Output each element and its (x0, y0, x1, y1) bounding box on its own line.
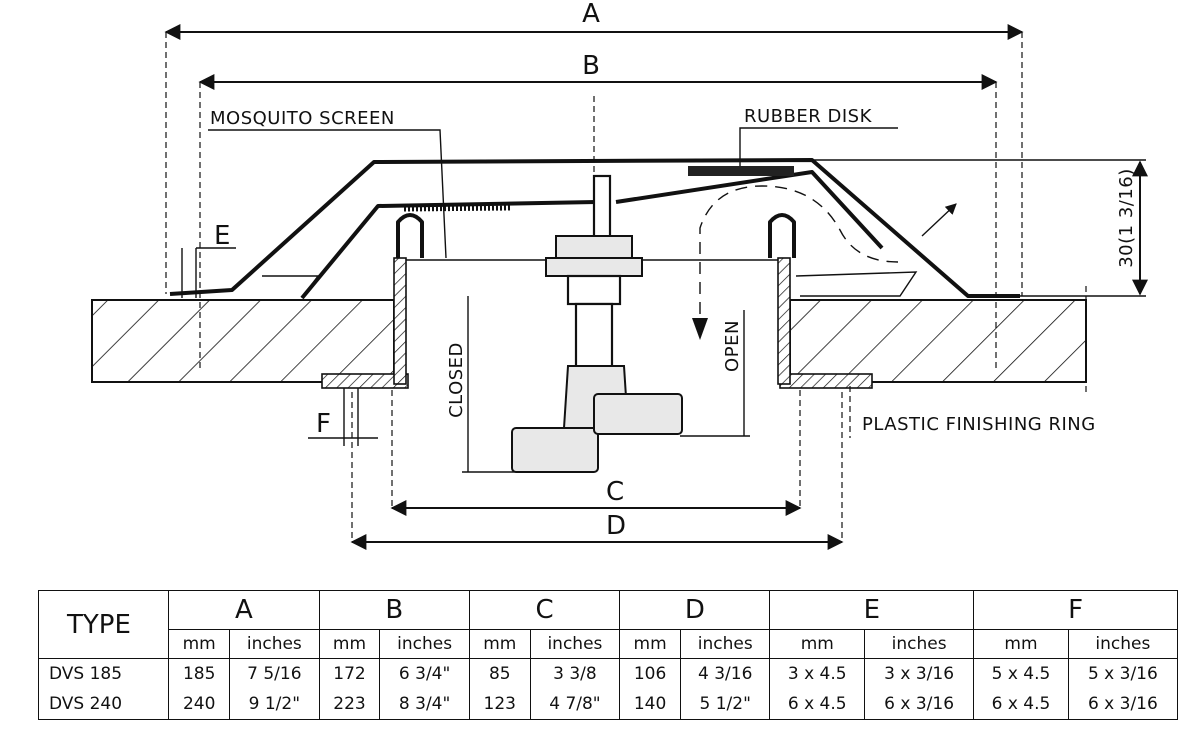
unit-header-mm: mm (619, 629, 681, 659)
group-header-a: A (168, 590, 320, 630)
dimension-e-label: E (214, 221, 230, 251)
table-row: DVS 240 240 9 1/2" 223 8 3/4" 123 4 7/8"… (37, 689, 1179, 720)
group-header-c: C (468, 590, 621, 630)
cell-a-inches: 7 5/16 (229, 658, 320, 689)
dimensions-table: TYPE A B C D E F mm inches mm inches mm … (37, 590, 1179, 720)
spindle-assembly (511, 174, 683, 473)
cell-b-mm: 223 (318, 689, 381, 720)
dimension-b-label: B (582, 51, 600, 81)
cell-e-inches: 3 x 3/16 (864, 658, 975, 689)
cell-f-inches: 6 x 3/16 (1067, 689, 1179, 720)
cell-b-inches: 8 3/4" (379, 689, 470, 720)
group-header-b: B (318, 590, 470, 630)
closed-travel: CLOSED (446, 296, 520, 473)
airflow-out-arrow (921, 203, 957, 237)
cell-d-inches: 4 3/16 (679, 658, 771, 689)
unit-header-mm: mm (168, 629, 231, 659)
group-header-f: F (973, 590, 1178, 630)
unit-header-inches: inches (1067, 629, 1179, 659)
cell-e-inches: 6 x 3/16 (864, 689, 975, 720)
cell-d-inches: 5 1/2" (679, 689, 771, 720)
plastic-finishing-ring-label: PLASTIC FINISHING RING (862, 414, 1096, 435)
table-unit-header-row: mm inches mm inches mm inches mm inches … (39, 629, 1179, 659)
cell-c-mm: 85 (468, 658, 531, 689)
unit-header-mm: mm (468, 629, 531, 659)
cell-f-mm: 6 x 4.5 (973, 689, 1069, 720)
ventilator-cross-section-drawing: A B E F C D CLOSED (91, 0, 1148, 550)
rubber-disk-callout: RUBBER DISK (739, 106, 898, 166)
table-group-header-row: TYPE A B C D E F (37, 590, 1178, 659)
finishing-ring-callout: PLASTIC FINISHING RING (849, 386, 1096, 438)
row-type: DVS 185 (37, 658, 170, 689)
cell-a-mm: 185 (168, 658, 231, 689)
airflow-path (699, 185, 899, 334)
dimension-d: D (350, 392, 844, 550)
dimension-f-label: F (316, 409, 331, 439)
unit-header-inches: inches (379, 629, 470, 659)
unit-header-mm: mm (769, 629, 866, 659)
cell-b-mm: 172 (318, 658, 381, 689)
unit-header-inches: inches (529, 629, 621, 659)
type-header: TYPE (37, 590, 170, 659)
dimension-e: E (181, 221, 236, 298)
outer-cap (169, 158, 1020, 298)
cell-f-mm: 5 x 4.5 (973, 658, 1069, 689)
cell-b-inches: 6 3/4" (379, 658, 470, 689)
cell-c-inches: 3 3/8 (529, 658, 621, 689)
dimension-a-label: A (582, 0, 600, 29)
cell-e-mm: 3 x 4.5 (769, 658, 866, 689)
dimension-c: C (390, 390, 802, 516)
mosquito-screen-label: MOSQUITO SCREEN (210, 108, 395, 129)
table-row: DVS 185 185 7 5/16 172 6 3/4" 85 3 3/8 1… (37, 658, 1179, 689)
dimension-a: A (164, 0, 1024, 296)
cell-c-mm: 123 (468, 689, 531, 720)
cell-f-inches: 5 x 3/16 (1067, 658, 1179, 689)
right-drip-tray (795, 271, 918, 297)
height-label: 30(1 3/16) (1116, 168, 1137, 268)
dimension-c-label: C (606, 477, 624, 507)
rubber-disk-label: RUBBER DISK (744, 106, 873, 127)
unit-header-inches: inches (229, 629, 320, 659)
height-dimension: 30(1 3/16) (812, 159, 1148, 297)
row-type: DVS 240 (37, 689, 170, 720)
rubber-disk (688, 166, 794, 176)
unit-header-inches: inches (864, 629, 975, 659)
open-label: OPEN (722, 320, 743, 372)
cell-d-mm: 140 (619, 689, 681, 720)
open-travel: OPEN (680, 310, 750, 437)
right-rim-hook (768, 213, 796, 258)
mosquito-screen (403, 205, 511, 212)
dimension-b: B (198, 51, 998, 372)
cell-a-mm: 240 (168, 689, 231, 720)
left-rim-hook (396, 213, 424, 258)
group-header-d: D (619, 590, 771, 630)
deck-panel (91, 299, 1087, 383)
dimension-f: F (308, 388, 378, 446)
unit-header-mm: mm (973, 629, 1069, 659)
mosquito-screen-callout: MOSQUITO SCREEN (208, 108, 447, 259)
dimension-d-label: D (606, 511, 626, 541)
unit-header-mm: mm (318, 629, 381, 659)
closed-label: CLOSED (446, 342, 467, 418)
cell-e-mm: 6 x 4.5 (769, 689, 866, 720)
airflow-down-arrow (692, 318, 708, 340)
unit-header-inches: inches (679, 629, 771, 659)
cell-a-inches: 9 1/2" (229, 689, 320, 720)
group-header-e: E (769, 590, 975, 630)
cell-c-inches: 4 7/8" (529, 689, 621, 720)
inner-cap (300, 170, 884, 300)
cell-d-mm: 106 (619, 658, 681, 689)
left-drip-tray (262, 275, 320, 299)
